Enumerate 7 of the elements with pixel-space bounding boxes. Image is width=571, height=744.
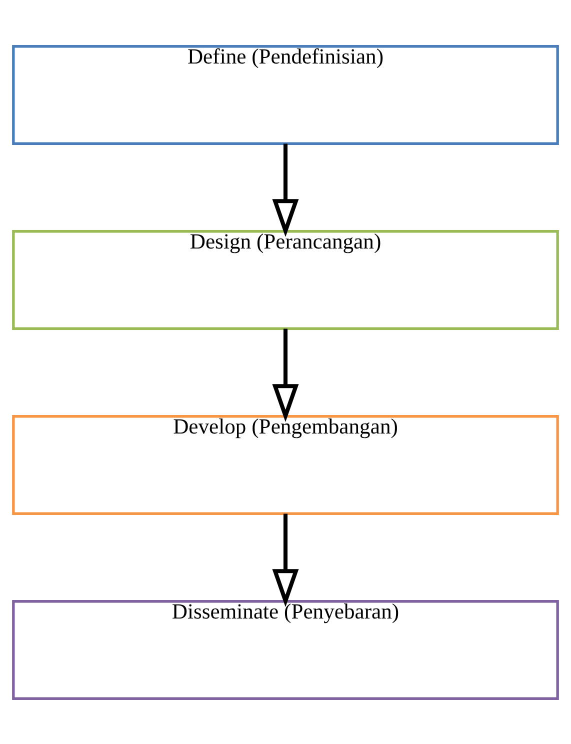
- node-box: Develop (Pengembangan): [12, 414, 559, 514]
- arrow: [272, 143, 299, 236]
- node-box: Design (Perancangan): [12, 230, 559, 330]
- node-box: Define (Pendefinisian): [12, 44, 559, 144]
- node-box: Disseminate (Penyebaran): [12, 600, 559, 700]
- arrow: [272, 513, 299, 606]
- arrow: [272, 328, 299, 422]
